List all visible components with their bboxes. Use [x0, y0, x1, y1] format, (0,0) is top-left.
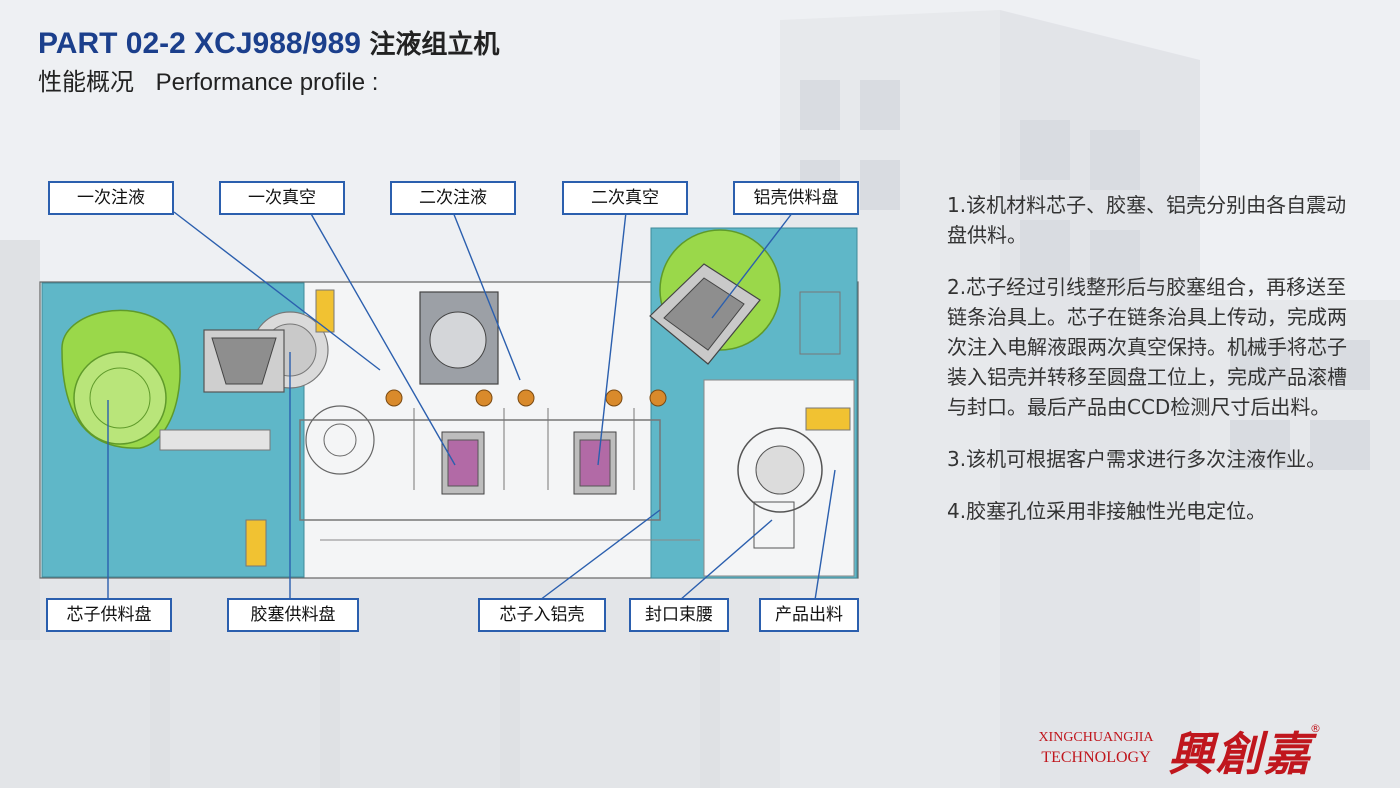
- callout-core-into-case: 芯子入铝壳: [478, 598, 606, 632]
- central-housing: [419, 291, 499, 385]
- vacuum-chamber-1: [441, 431, 485, 495]
- rotary-turntable: [737, 427, 823, 549]
- page-subtitle: 性能概况 Performance profile :: [38, 62, 378, 97]
- title-zh: 注液组立机: [369, 30, 500, 60]
- performance-description: 1.该机材料芯子、胶塞、铝壳分别由各自震动盘供料。 2.芯子经过引线整形后与胶塞…: [947, 190, 1347, 548]
- page-title: PART 02-2 XCJ988/989 注液组立机: [38, 24, 499, 61]
- vacuum-chamber-2: [573, 431, 617, 495]
- description-item-1: 1.该机材料芯子、胶塞、铝壳分别由各自震动盘供料。: [947, 193, 1347, 247]
- core-feeder-bowl: [61, 309, 181, 449]
- subtitle-en: Performance profile :: [155, 69, 379, 96]
- description-item-3: 3.该机可根据客户需求进行多次注液作业。: [947, 447, 1327, 471]
- callout-secondary-injection: 二次注液: [390, 181, 516, 215]
- hopper-left: [203, 329, 285, 393]
- callout-core-feeder: 芯子供料盘: [46, 598, 172, 632]
- callout-product-output: 产品出料: [759, 598, 859, 632]
- brand-logo-chinese: 興創嘉: [1168, 727, 1312, 781]
- logo-line-1: XINGCHUANGJIA: [1038, 730, 1154, 745]
- logo-line-2: TECHNOLOGY: [1041, 749, 1151, 766]
- injection-pumps: [385, 389, 667, 407]
- description-item-2: 2.芯子经过引线整形后与胶塞组合，再移送至链条治具上。芯子在链条治具上传动，完成…: [947, 275, 1347, 419]
- description-item-4: 4.胶塞孔位采用非接触性光电定位。: [947, 499, 1267, 523]
- case-feeder-hopper: [649, 229, 781, 365]
- callout-primary-injection: 一次注液: [48, 181, 174, 215]
- callout-secondary-vacuum: 二次真空: [562, 181, 688, 215]
- subtitle-zh: 性能概况: [38, 68, 134, 96]
- title-en: PART 02-2 XCJ988/989: [38, 27, 361, 60]
- chain-conveyor: [299, 419, 661, 521]
- callout-plug-feeder: 胶塞供料盘: [227, 598, 359, 632]
- registered-mark-icon: ®: [1310, 722, 1321, 735]
- callout-sealing-necking: 封口束腰: [629, 598, 729, 632]
- callout-primary-vacuum: 一次真空: [219, 181, 345, 215]
- leader-lines: [107, 211, 836, 601]
- callout-case-feeder: 铝壳供料盘: [733, 181, 859, 215]
- brand-logo-text: XINGCHUANGJIA TECHNOLOGY: [1034, 728, 1158, 768]
